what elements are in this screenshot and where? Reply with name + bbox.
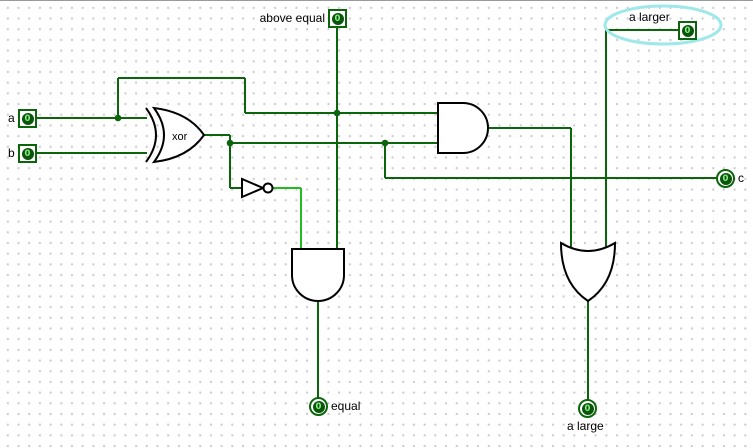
not-gate-bubble (262, 182, 274, 194)
output-pin-a-large[interactable]: 0 (578, 399, 597, 418)
xor-gate[interactable] (151, 106, 206, 164)
xor-gate-back-arc (145, 107, 157, 163)
junction-dot (333, 109, 341, 117)
xor-gate-label: xor (172, 131, 188, 143)
pin-a-label: a (8, 111, 15, 125)
pin-above-equal-label: above equal (259, 11, 325, 25)
junction-dot (226, 139, 234, 147)
input-pin-a-larger[interactable]: 0 (678, 21, 697, 40)
window-edge (0, 0, 753, 1)
and-gate-top[interactable] (437, 102, 489, 154)
output-pin-c[interactable]: 0 (716, 169, 735, 188)
junction-layer (114, 109, 389, 147)
input-pin-above-equal[interactable]: 0 (328, 9, 347, 28)
pin-a-value: 0 (21, 112, 34, 125)
wire-layer (37, 27, 717, 400)
output-pin-equal[interactable]: 0 (309, 397, 328, 416)
highlight-ellipse (603, 4, 723, 46)
pin-b-label: b (8, 146, 15, 160)
junction-dot (381, 139, 389, 147)
input-pin-b[interactable]: 0 (18, 144, 37, 163)
pin-b-value: 0 (21, 147, 34, 160)
pin-a-larger-value: 0 (681, 24, 694, 37)
pin-a-larger-label: a larger (629, 10, 670, 24)
pin-above-equal-value: 0 (331, 12, 344, 25)
pin-a-large-value: 0 (581, 402, 594, 415)
pin-c-label: c (738, 171, 744, 185)
and-gate-equal[interactable] (291, 248, 345, 302)
or-gate[interactable] (559, 241, 617, 303)
pin-equal-value: 0 (312, 400, 325, 413)
pin-equal-label: equal (331, 399, 361, 413)
pin-a-large-label: a large (567, 419, 604, 433)
junction-dot (114, 114, 122, 122)
pin-c-value: 0 (719, 172, 732, 185)
gate-layer (145, 102, 617, 303)
input-pin-a[interactable]: 0 (18, 109, 37, 128)
not-gate[interactable] (241, 177, 266, 199)
